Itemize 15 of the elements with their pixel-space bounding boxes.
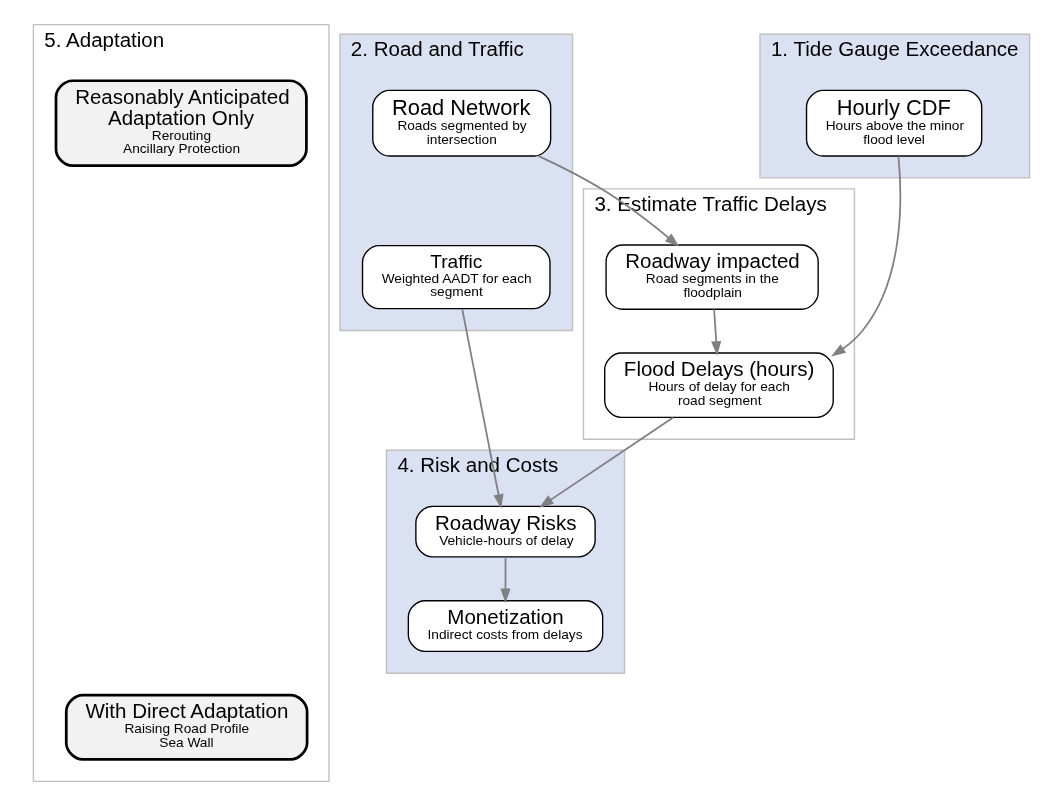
node-box: Roadway Risks Vehicle-hours of delay (415, 505, 596, 558)
node-box: Traffic Weighted AADT for each segment (361, 244, 551, 310)
arrow (539, 416, 675, 508)
arrow (500, 556, 511, 604)
node-box: Roadway impacted Road segments in the floodplain (605, 244, 819, 310)
arrow (711, 308, 722, 356)
node-box: Flood Delays (hours) Hours of delay for each road segment (604, 352, 834, 419)
arrow (537, 155, 680, 247)
arrow (831, 155, 902, 357)
node-box: Road Network Roads segmented by intersection (372, 89, 552, 157)
arrow (461, 307, 504, 509)
node-box: Hourly CDF Hours above the minor flood level (805, 89, 983, 157)
node-box: Monetization Indirect costs from delays (407, 600, 604, 653)
node-box: With Direct Adaptation Raising Road Profile Sea Wall (64, 693, 309, 761)
node-box: Reasonably Anticipated Adaptation Only Rerouting Ancillary Protection (54, 79, 308, 167)
